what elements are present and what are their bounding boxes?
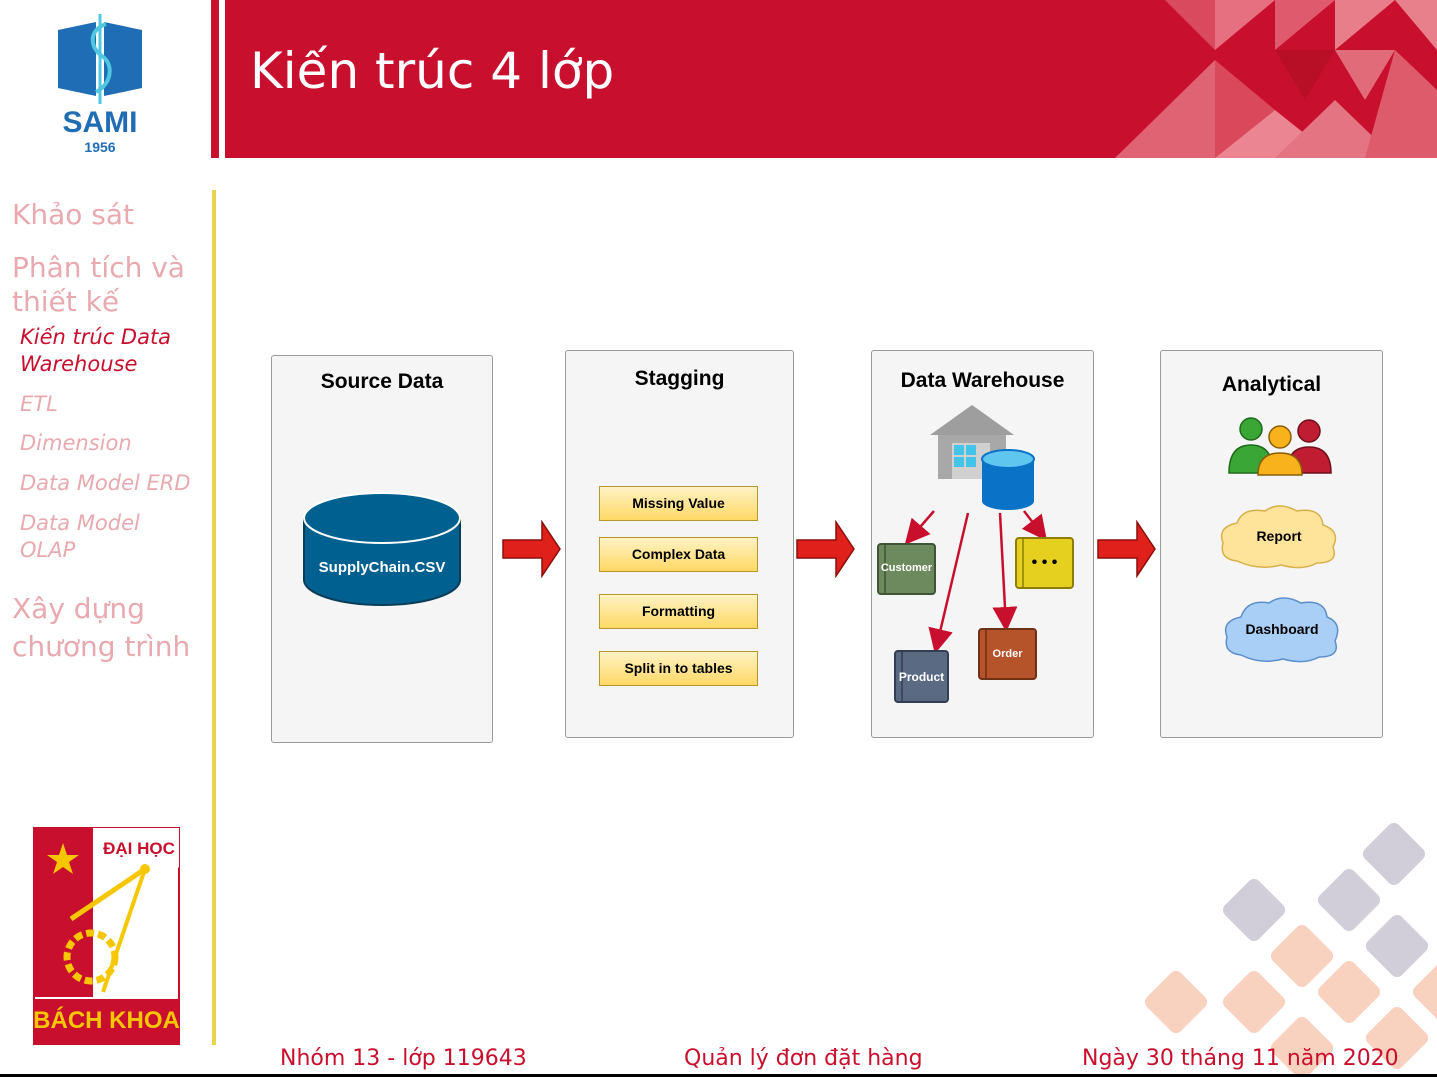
slide-title: Kiến trúc 4 lớp: [250, 42, 615, 100]
footer-rule: [0, 1074, 1437, 1077]
report-cloud-icon: [1220, 505, 1337, 569]
sami-logo-name: SAMI: [62, 106, 138, 139]
flow-arrow-2: [796, 520, 855, 578]
staging-step-formatting: Formatting: [599, 594, 758, 629]
flow-arrow-3: [1097, 520, 1156, 578]
staging-panel: Stagging Missing Value Complex Data Form…: [565, 350, 794, 738]
footer-group: Nhóm 13 - lớp 119643: [280, 1046, 527, 1071]
database-cylinder-icon: [303, 492, 461, 606]
bach-khoa-top-text: ĐẠI HỌC: [103, 839, 175, 858]
warehouse-database-icon: [981, 449, 1035, 510]
sidebar-divider: [212, 190, 216, 1045]
staging-step-missing-value: Missing Value: [599, 486, 758, 521]
sami-logo-year: 1956: [84, 139, 116, 155]
analytical-title: Analytical: [1221, 373, 1322, 396]
nav-section-label-line1: Phân tích và: [12, 251, 185, 284]
nav-section-phan-tich[interactable]: Phân tích và thiết kế: [12, 251, 185, 319]
table-product: Product: [898, 670, 945, 684]
header-accent-bar: [211, 0, 219, 158]
footer-project: Quản lý đơn đặt hàng: [684, 1046, 923, 1071]
report-label: Report: [1256, 528, 1302, 544]
warehouse-diagram: [877, 405, 1074, 703]
nav-section-label-line2: chương trình: [12, 630, 191, 663]
header-band: [225, 0, 1437, 158]
source-data-panel: Source Data SupplyChain.CSV: [271, 355, 493, 743]
data-warehouse-panel: Data Warehouse: [871, 350, 1094, 738]
table-order: Order: [992, 648, 1023, 660]
nav-sub-data-model-olap[interactable]: Data Model OLAP: [20, 510, 140, 564]
nav-sub-label-line1: Kiến trúc Data: [20, 325, 172, 349]
dashboard-label: Dashboard: [1245, 621, 1319, 637]
nav-section-label-line1: Xây dựng: [12, 592, 145, 625]
table-customer: Customer: [880, 562, 933, 574]
bach-khoa-bottom-text: BÁCH KHOA: [33, 1007, 180, 1034]
corner-diamond-pattern: [1144, 822, 1437, 1074]
nav-sub-label-line2: OLAP: [20, 538, 76, 562]
nav-section-label-line2: thiết kế: [12, 285, 120, 318]
source-data-title: Source Data: [320, 370, 444, 393]
sami-emblem-icon: [58, 14, 142, 104]
data-warehouse-title: Data Warehouse: [900, 369, 1065, 392]
staging-step-complex-data: Complex Data: [599, 537, 758, 572]
staging-step-split-tables: Split in to tables: [599, 651, 758, 686]
staging-title: Stagging: [634, 367, 725, 390]
nav-section-xay-dung[interactable]: Xây dựng chương trình: [12, 590, 190, 666]
bach-khoa-emblem-icon: [33, 827, 180, 1045]
nav-sub-dimension[interactable]: Dimension: [20, 431, 132, 455]
dashboard-cloud-icon: [1224, 597, 1339, 663]
flow-arrow-1: [502, 520, 561, 578]
table-more: • • •: [1031, 554, 1058, 571]
analytical-panel: Analytical Report Dashboard: [1160, 350, 1383, 738]
footer-date: Ngày 30 tháng 11 năm 2020: [1082, 1046, 1399, 1071]
bach-khoa-logo: ĐẠI HỌC BÁCH KHOA: [33, 827, 180, 1045]
database-label: SupplyChain.CSV: [318, 559, 446, 576]
header-triangle-pattern: [1115, 0, 1437, 158]
nav-sub-etl[interactable]: ETL: [20, 392, 58, 416]
nav-section-khao-sat[interactable]: Khảo sát: [12, 198, 135, 231]
nav-sub-label-line1: Data Model: [20, 511, 140, 535]
users-group-icon: [1228, 417, 1332, 476]
nav-sub-data-model-erd[interactable]: Data Model ERD: [20, 471, 191, 495]
sami-logo: SAMI 1956: [50, 8, 150, 158]
nav-sub-kien-truc[interactable]: Kiến trúc Data Warehouse: [20, 324, 171, 378]
nav-sub-label-line2: Warehouse: [20, 352, 138, 376]
